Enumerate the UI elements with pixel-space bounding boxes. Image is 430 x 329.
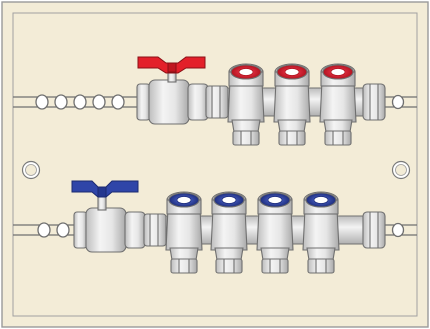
blue-butterfly-handle-icon	[71, 180, 139, 198]
mounting-hole-left	[21, 160, 41, 180]
cold-outlet-valve	[256, 191, 294, 274]
cold-ball-valve	[73, 195, 146, 253]
red-butterfly-handle-icon	[137, 56, 206, 74]
mounting-panel-inner-border	[12, 12, 418, 317]
cold-outlet-valve	[302, 191, 340, 274]
cold-outlet-pipe-end	[385, 222, 417, 238]
cold-outlet-valve	[210, 191, 248, 274]
hot-inlet-pipe	[13, 94, 140, 110]
hot-ball-valve	[136, 69, 209, 125]
hot-outlet-valve	[227, 63, 265, 146]
hot-outlet-valve	[319, 63, 357, 146]
hot-outlet-valve	[273, 63, 311, 146]
hot-outlet-pipe-end	[385, 94, 417, 110]
cold-return-manifold	[13, 180, 417, 274]
mounting-hole-right	[391, 160, 411, 180]
cold-inlet-pipe	[13, 222, 78, 238]
cold-outlet-valve	[165, 191, 203, 274]
hot-supply-manifold	[13, 56, 417, 146]
